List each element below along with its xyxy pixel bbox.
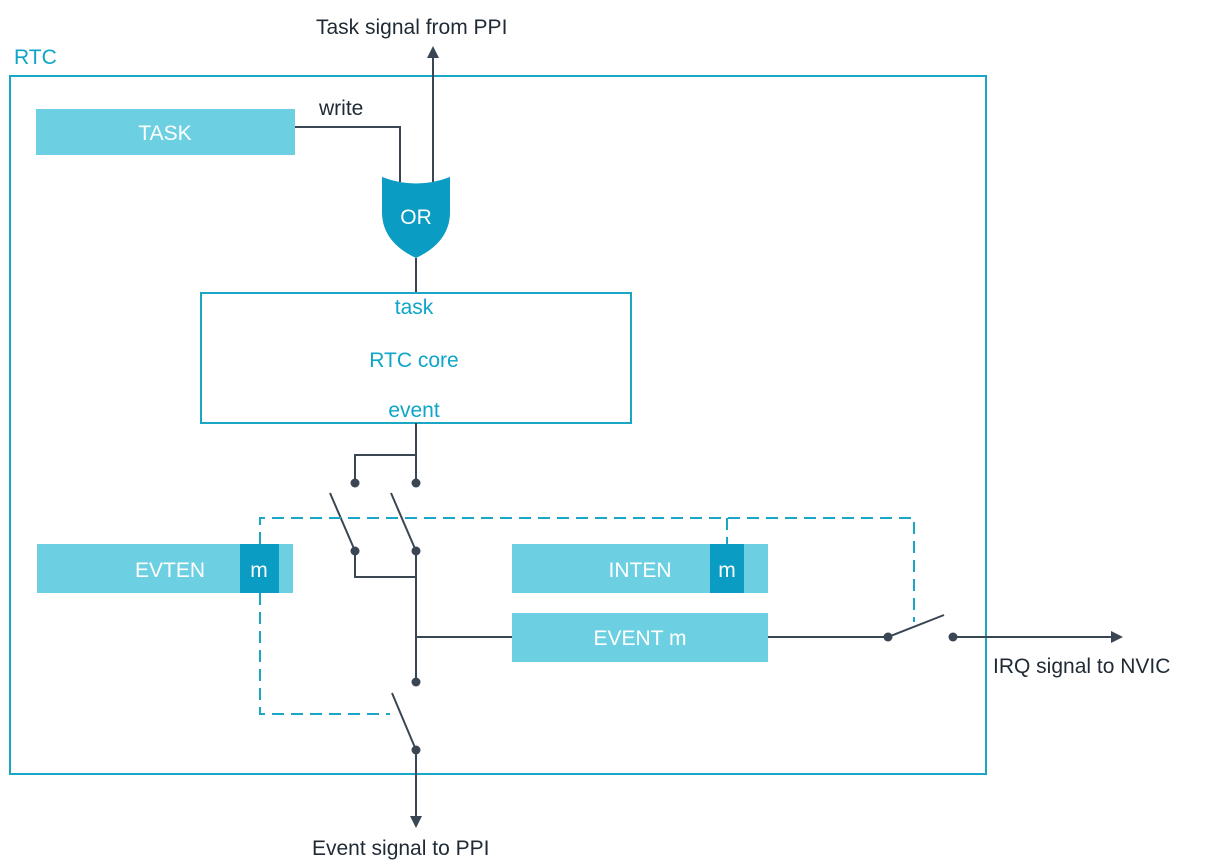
or-gate bbox=[382, 177, 450, 258]
task-register bbox=[36, 109, 295, 155]
upper-control-dashed-line bbox=[259, 517, 915, 622]
irq-output-label: IRQ signal to NVIC bbox=[993, 655, 1170, 678]
rtc-block-frame bbox=[9, 75, 987, 775]
switch-a-top-contact bbox=[350, 478, 360, 488]
evten-branch-top-wire bbox=[354, 454, 416, 483]
write-label: write bbox=[318, 97, 363, 120]
rtc-core-box bbox=[200, 292, 632, 424]
switch-b-top-contact bbox=[411, 478, 421, 488]
irq-switch-blade bbox=[887, 614, 945, 638]
evten-bit-label: m bbox=[250, 559, 268, 582]
event-switch-top-contact bbox=[411, 677, 421, 687]
evten-register-label: EVTEN bbox=[135, 559, 205, 582]
switch-b-blade bbox=[390, 492, 417, 552]
rtc-core-task-label: task bbox=[395, 296, 434, 319]
evten-control-dashed-line bbox=[259, 593, 390, 715]
inten-bit-label: m bbox=[718, 559, 736, 582]
rtc-block-label: RTC bbox=[14, 46, 57, 69]
event-switch-blade bbox=[391, 692, 417, 751]
switch-a-blade bbox=[329, 492, 356, 552]
event-output-label: Event signal to PPI bbox=[312, 837, 489, 860]
rtc-core-event-label: event bbox=[388, 399, 440, 422]
task-register-label: TASK bbox=[138, 122, 191, 145]
task-signal-label: Task signal from PPI bbox=[316, 16, 507, 39]
inten-bit-cell bbox=[710, 544, 744, 593]
inten-register-label: INTEN bbox=[609, 559, 672, 582]
rtc-core-name: RTC core bbox=[369, 349, 458, 372]
event-register bbox=[512, 613, 768, 662]
write-wire bbox=[295, 126, 401, 182]
or-gate-label: OR bbox=[400, 206, 432, 229]
event-register-label: EVENT m bbox=[594, 627, 687, 650]
evten-bit-cell bbox=[240, 544, 279, 593]
switch-merge-wire bbox=[354, 551, 416, 578]
